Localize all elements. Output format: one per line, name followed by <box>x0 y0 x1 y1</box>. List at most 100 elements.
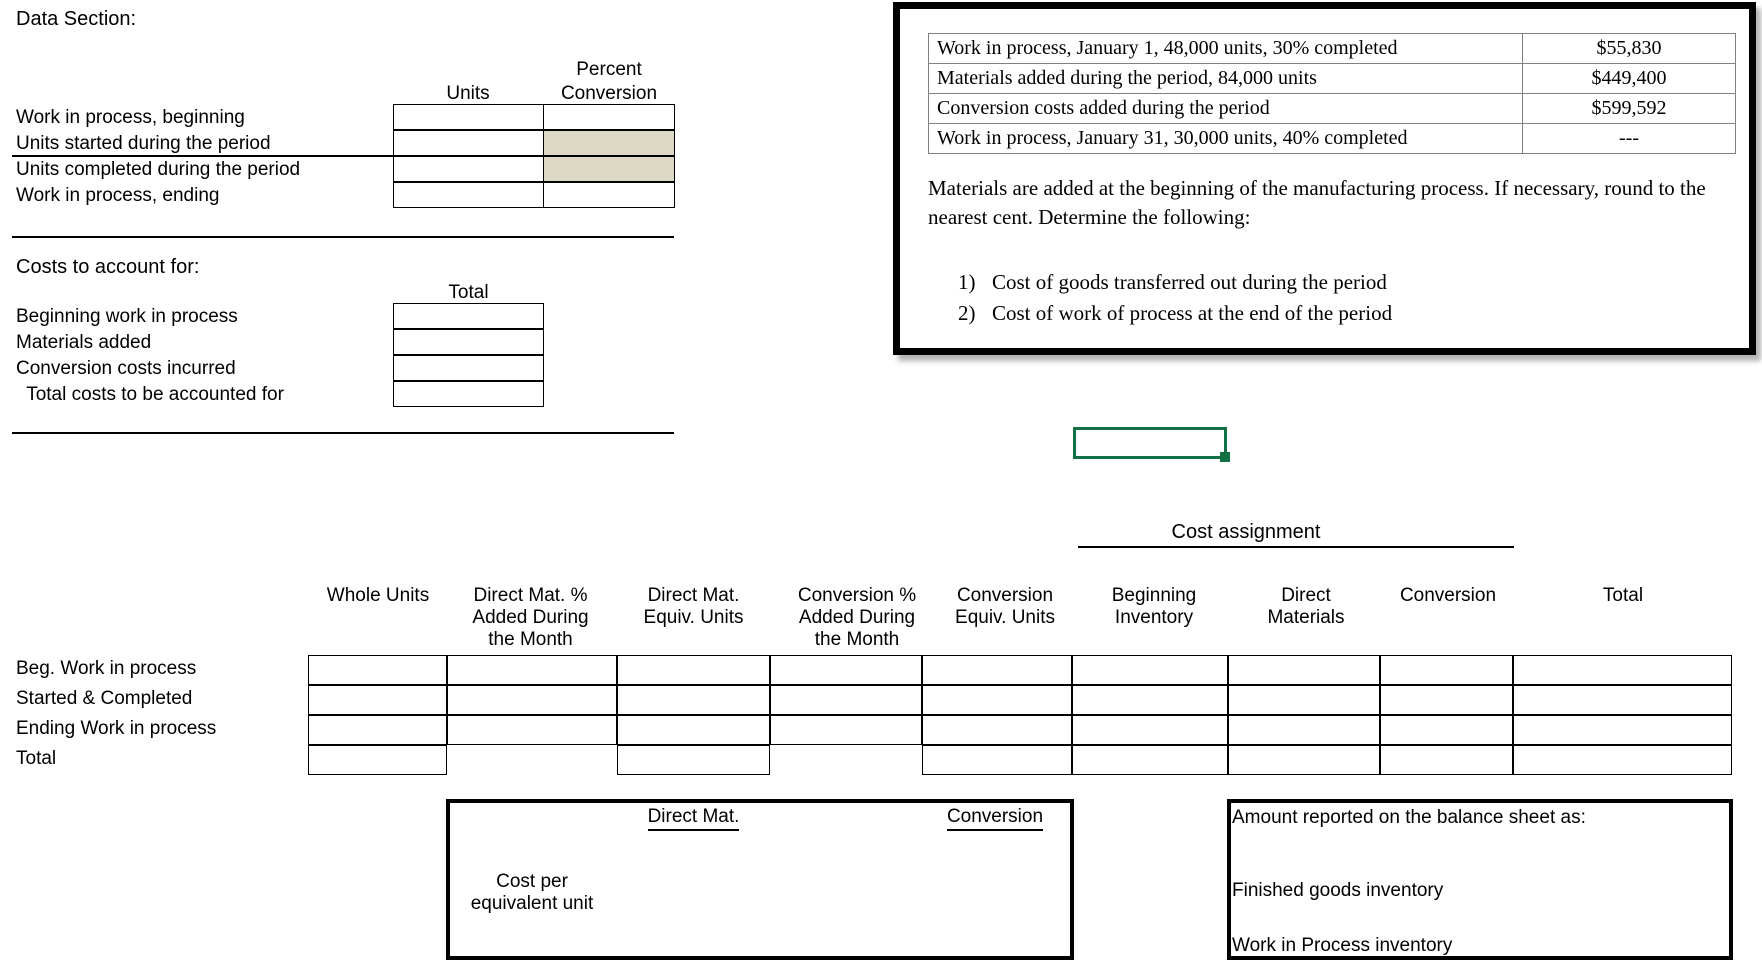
data-section-bottom-divider <box>12 236 674 239</box>
assignment-cell[interactable] <box>1513 685 1732 715</box>
col-header-conversion: Conversion <box>1382 585 1514 607</box>
assignment-cell[interactable] <box>922 745 1072 775</box>
data-cell-conversion-wip-beginning[interactable] <box>543 104 675 130</box>
assignment-cell[interactable] <box>1380 685 1513 715</box>
col-header-beginning-inventory: Beginning Inventory <box>1078 585 1230 629</box>
assignment-row-label-beg-wip: Beg. Work in process <box>16 658 197 679</box>
costs-row-label-total-costs: Total costs to be accounted for <box>16 384 284 405</box>
assignment-cell[interactable] <box>1513 745 1732 775</box>
data-section-inner-divider <box>12 155 394 158</box>
assignment-cell[interactable] <box>1228 715 1380 745</box>
col-header-conversion-equiv: Conversion Equiv. Units <box>930 585 1080 629</box>
assignment-cell[interactable] <box>922 655 1072 685</box>
col-header-line: Conversion <box>956 585 1054 606</box>
assignment-cell[interactable] <box>1513 715 1732 745</box>
problem-instructions: Materials are added at the beginning of … <box>928 176 1706 229</box>
data-cell-conversion-units-completed[interactable] <box>543 156 675 182</box>
costs-section-header-total: Total <box>448 282 489 303</box>
assignment-cell[interactable] <box>617 655 770 685</box>
data-row-label-units-started: Units started during the period <box>16 133 271 154</box>
data-cell-units-completed[interactable] <box>393 156 544 182</box>
assignment-cell[interactable] <box>922 685 1072 715</box>
costs-cell-total-beginning-wip[interactable] <box>393 303 544 329</box>
selected-cell[interactable] <box>1073 427 1227 459</box>
col-header-direct-materials: Direct Materials <box>1230 585 1382 629</box>
problem-row-description: Work in process, January 1, 48,000 units… <box>928 33 1523 64</box>
assignment-cell[interactable] <box>1380 745 1513 775</box>
assignment-cell[interactable] <box>308 685 447 715</box>
assignment-cell[interactable] <box>447 685 617 715</box>
problem-list-item: 2) Cost of work of process at the end of… <box>958 298 1392 329</box>
assignment-cell[interactable] <box>308 655 447 685</box>
col-header-line: Conversion <box>1399 585 1497 606</box>
data-cell-conversion-units-started[interactable] <box>543 130 675 156</box>
assignment-cell[interactable] <box>308 745 447 775</box>
assignment-cell[interactable] <box>922 715 1072 745</box>
costs-row-label-conversion-incurred: Conversion costs incurred <box>16 358 236 379</box>
data-cell-conversion-wip-ending[interactable] <box>543 182 675 208</box>
col-header-line: Direct Mat. <box>647 585 740 606</box>
assignment-cell[interactable] <box>770 685 922 715</box>
cost-assignment-underline <box>1078 546 1514 549</box>
problem-item-number: 2) <box>958 301 976 325</box>
assignment-cell[interactable] <box>1228 685 1380 715</box>
assignment-row-label-ending-wip: Ending Work in process <box>16 718 217 739</box>
problem-row-amount: $449,400 <box>1522 63 1736 94</box>
assignment-cell[interactable] <box>447 715 617 745</box>
data-section-header-conversion: Conversion <box>560 83 658 104</box>
data-cell-units-wip-ending[interactable] <box>393 182 544 208</box>
balance-sheet-box <box>1227 799 1733 960</box>
costs-cell-total-accounted-for[interactable] <box>393 381 544 407</box>
assignment-cell[interactable] <box>1072 655 1228 685</box>
assignment-cell[interactable] <box>1072 745 1228 775</box>
costs-section-title: Costs to account for: <box>16 256 200 278</box>
assignment-cell[interactable] <box>1380 655 1513 685</box>
col-header-line: Equiv. Units <box>643 607 744 628</box>
data-cell-units-wip-beginning[interactable] <box>393 104 544 130</box>
col-header-line: Added During <box>472 607 589 628</box>
cost-per-unit-label: Cost per equivalent unit <box>447 871 617 915</box>
assignment-cell[interactable] <box>617 685 770 715</box>
col-header-line: Added During <box>798 607 916 628</box>
assignment-cell[interactable] <box>617 745 770 775</box>
assignment-cell[interactable] <box>1072 685 1228 715</box>
data-cell-units-started[interactable] <box>393 130 544 156</box>
cost-per-unit-header-conversion: Conversion <box>918 806 1072 831</box>
problem-row-description: Work in process, January 31, 30,000 unit… <box>928 123 1523 154</box>
assignment-cell[interactable] <box>1228 745 1380 775</box>
col-header-line: Direct Mat. % <box>473 585 588 606</box>
assignment-cell[interactable] <box>308 715 447 745</box>
problem-item-text: Cost of work of process at the end of th… <box>992 301 1393 325</box>
col-header-line: the Month <box>488 629 573 650</box>
assignment-cell[interactable] <box>1380 715 1513 745</box>
assignment-cell[interactable] <box>1072 715 1228 745</box>
problem-row-amount: $55,830 <box>1522 33 1736 64</box>
costs-row-label-beginning-wip: Beginning work in process <box>16 306 238 327</box>
col-header-line: Beginning <box>1111 585 1197 606</box>
balance-sheet-line-finished-goods: Finished goods inventory <box>1232 880 1444 901</box>
col-header-total: Total <box>1514 585 1732 607</box>
col-header-line: Whole Units <box>326 585 430 606</box>
assignment-cell[interactable] <box>770 655 922 685</box>
costs-row-label-materials-added: Materials added <box>16 332 152 353</box>
costs-cell-total-conversion-incurred[interactable] <box>393 355 544 381</box>
assignment-cell[interactable] <box>617 715 770 745</box>
data-section-header-percent: Percent <box>576 59 642 80</box>
col-header-conversion-pct: Conversion % Added During the Month <box>770 585 944 651</box>
assignment-cell[interactable] <box>1513 655 1732 685</box>
problem-row-amount: $599,592 <box>1522 93 1736 124</box>
balance-sheet-line-wip: Work in Process inventory <box>1232 935 1453 956</box>
assignment-cell[interactable] <box>1228 655 1380 685</box>
cost-per-equivalent-unit-box <box>446 799 1074 960</box>
problem-row-description: Materials added during the period, 84,00… <box>928 63 1523 94</box>
cell-fill-handle[interactable] <box>1220 452 1230 462</box>
col-header-line: the Month <box>814 629 900 650</box>
assignment-cell[interactable] <box>447 655 617 685</box>
problem-row-description: Conversion costs added during the period <box>928 93 1523 124</box>
assignment-cell[interactable] <box>770 715 922 745</box>
data-section-header-units: Units <box>446 83 490 104</box>
problem-list-item: 1) Cost of goods transferred out during … <box>958 267 1392 298</box>
col-header-whole-units: Whole Units <box>308 585 448 607</box>
costs-cell-total-materials-added[interactable] <box>393 329 544 355</box>
problem-item-number: 1) <box>958 270 976 294</box>
